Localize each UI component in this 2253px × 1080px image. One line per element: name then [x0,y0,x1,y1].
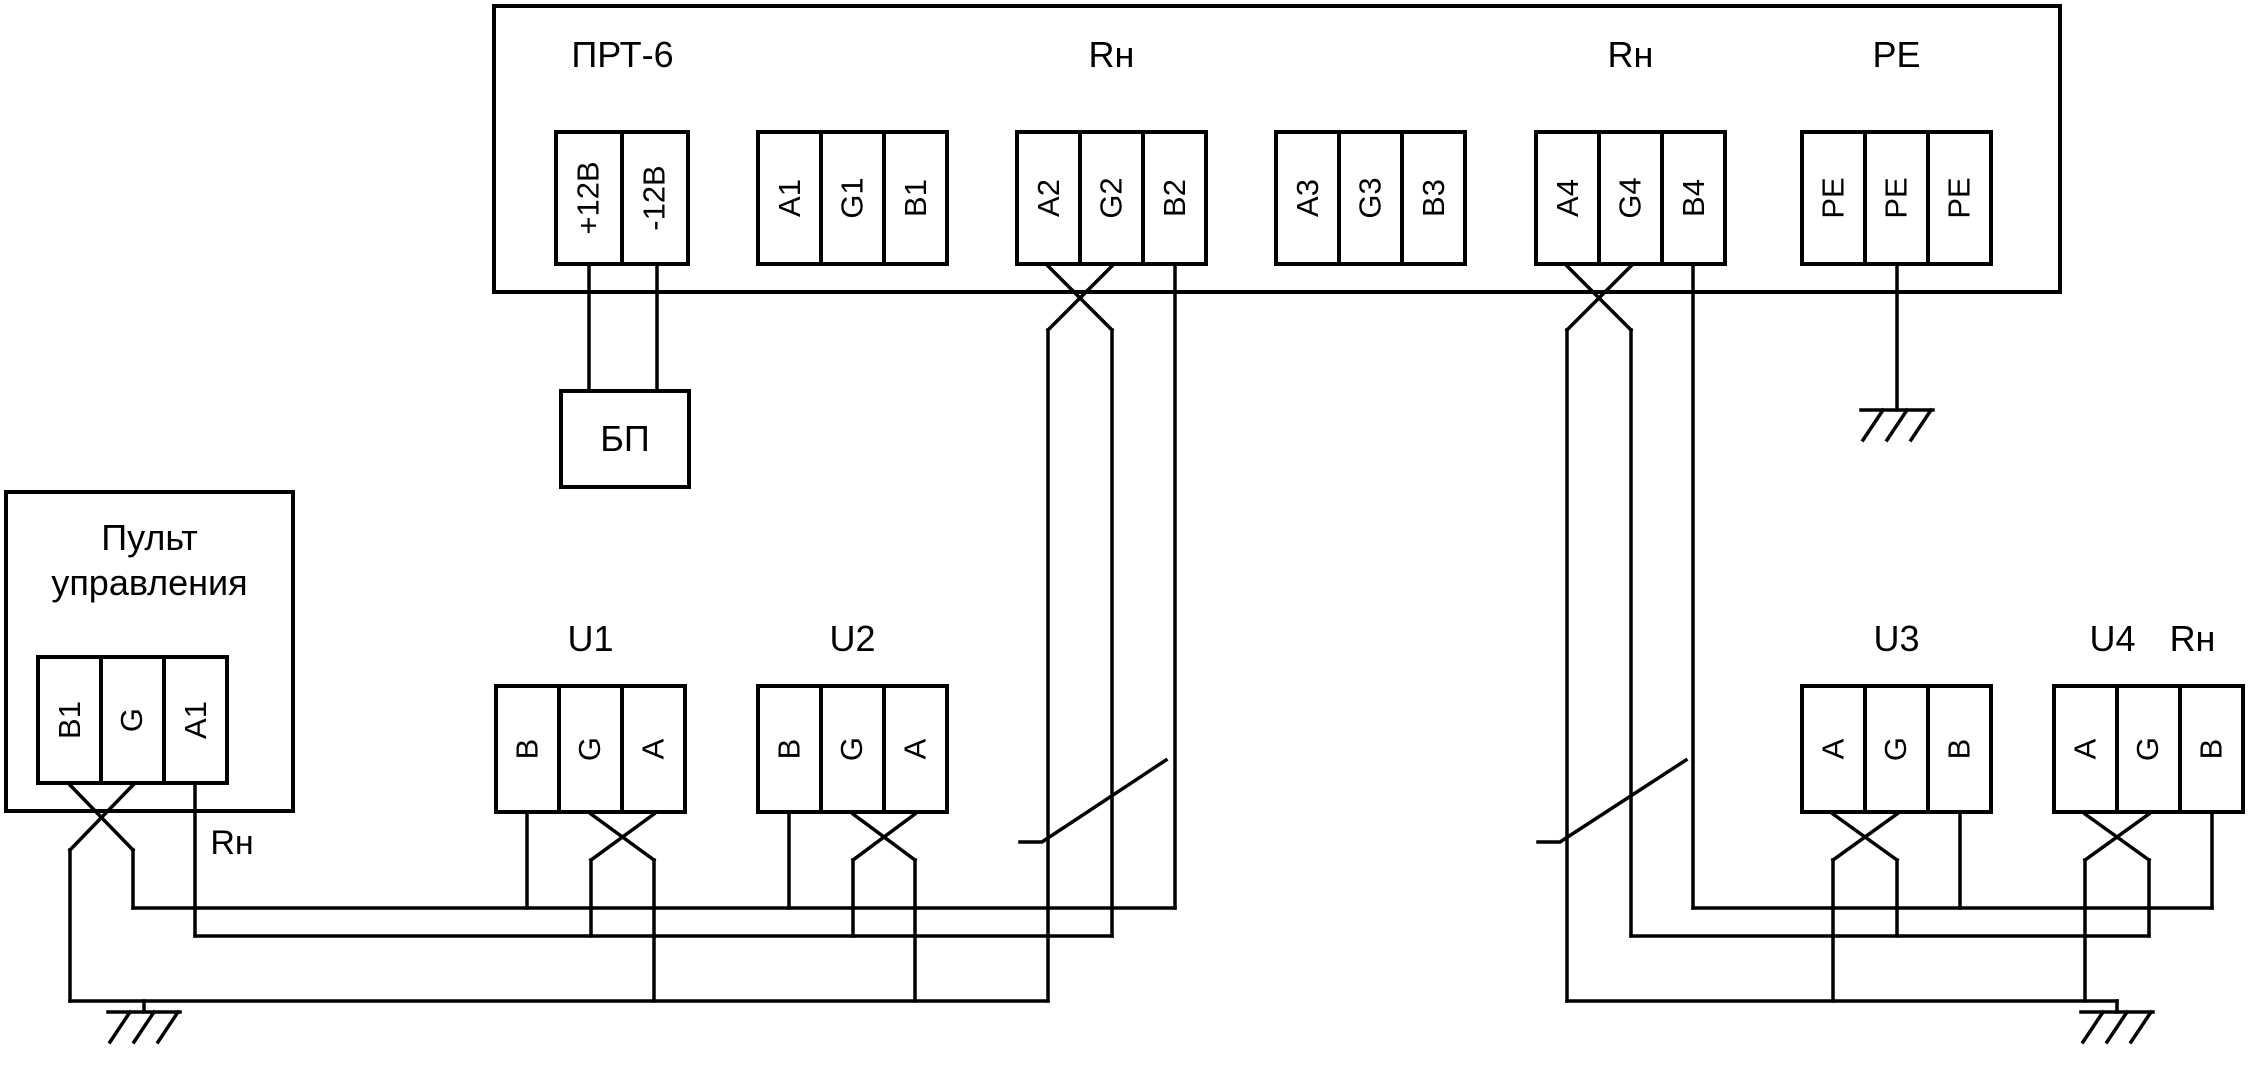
device-title: ПРТ-6 [571,34,674,75]
u2-terminal-b: В [756,684,823,814]
u3-terminal-a: А [1800,684,1867,814]
wire-drops-u2 [787,812,917,1003]
u1-terminal-b: В [494,684,561,814]
u4-terminal-a: А [2052,684,2119,814]
terminal-a2: А2 [1015,130,1082,266]
earth-symbol-left [106,1009,182,1045]
u4-label-group: U4 Rн [2052,618,2253,660]
pe-label: PE [1872,34,1921,75]
terminal-b4: В4 [1660,130,1727,266]
wire-drops-port4 [1565,264,1695,1003]
terminal-block-power: +12В -12В [554,130,690,266]
pair-mark-left [1018,757,1169,844]
terminal-g1: G1 [819,130,886,266]
terminal-pe-1: PE [1800,130,1867,266]
terminal-block-port3: А3 G3 В3 [1274,130,1467,266]
terminal-b2: В2 [1141,130,1208,266]
u3-terminal-g: G [1863,684,1930,814]
u2-terminal-a: А [882,684,949,814]
terminal-a4: А4 [1534,130,1601,266]
terminal-pe-3: PE [1926,130,1993,266]
terminal-block-port1: А1 G1 В1 [756,130,949,266]
wire-drops-port2 [1046,264,1177,1003]
u1-label: U1 [567,618,614,659]
terminal-block-u2: В G А [756,684,949,814]
u4-terminal-b: В [2178,684,2245,814]
u2-label: U2 [829,618,876,659]
wire-drops-u1 [525,812,656,1003]
rn-label-right: Rн [1607,34,1654,75]
terminal-block-u4: А G В [2052,684,2245,814]
terminal-block-port4: А4 G4 В4 [1534,130,1727,266]
terminal-g3: G3 [1337,130,1404,266]
u1-terminal-a: А [620,684,687,814]
wire-cross-u3 [1830,811,1900,863]
terminal-block-u3: А G В [1800,684,1993,814]
earth-symbol-right [2079,1009,2155,1045]
wire-drops-u3 [1831,812,1962,1003]
panel-terminal-a1: А1 [162,655,229,785]
terminal-pe-2: PE [1863,130,1930,266]
terminal-plus12: +12В [554,130,624,266]
u4-rn-label: Rн [2169,618,2216,659]
terminal-a1: А1 [756,130,823,266]
u4-terminal-g: G [2115,684,2182,814]
terminal-g4: G4 [1597,130,1664,266]
panel-title: Пульт управления [51,517,248,603]
prt6-device-box [492,4,2062,294]
u2-terminal-g: G [819,684,886,814]
earth-symbol-pe [1859,407,1935,443]
u4-label: U4 [2089,618,2136,659]
panel-terminal-b1: В1 [36,655,103,785]
terminal-block-u1: В G А [494,684,687,814]
terminal-a3: А3 [1274,130,1341,266]
u1-terminal-g: G [557,684,624,814]
terminal-b3: В3 [1400,130,1467,266]
terminal-b1: В1 [882,130,949,266]
wire-drops-u4 [2083,812,2214,1003]
rn-label-left: Rн [1088,34,1135,75]
terminal-g2: G2 [1078,130,1145,266]
u3-terminal-b: В [1926,684,1993,814]
wire-cross-u1 [588,811,657,863]
u3-label: U3 [1873,618,1920,659]
wire-cross-u2 [850,811,918,863]
terminal-block-pe: PE PE PE [1800,130,1993,266]
terminal-block-panel: В1 G А1 [36,655,229,785]
psu-box [559,389,691,489]
terminal-minus12: -12В [620,130,690,266]
panel-terminal-g: G [99,655,166,785]
pair-mark-right [1536,757,1689,844]
panel-rn-label: Rн [210,824,254,862]
wire-cross-u4 [2082,811,2152,863]
terminal-block-port2: А2 G2 В2 [1015,130,1208,266]
psu-label: БП [600,418,650,459]
wire-drops-panel [68,783,197,1003]
